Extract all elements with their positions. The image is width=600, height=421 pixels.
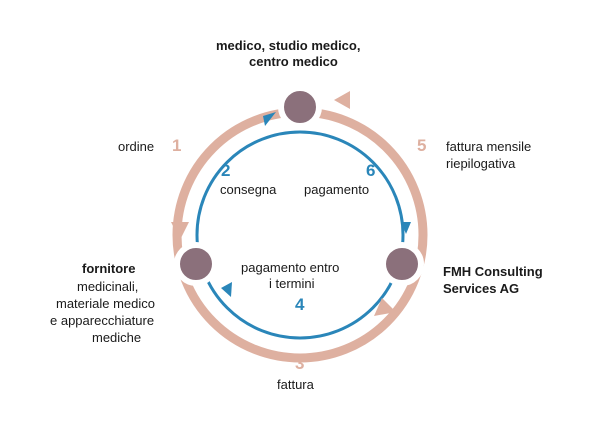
node-fornitore-detail-4: mediche — [92, 330, 142, 345]
arrow-step-4-icon — [221, 282, 232, 297]
node-fornitore-title: fornitore — [82, 261, 136, 276]
inner-cycle-ring — [195, 130, 405, 340]
node-fmh-title-2: Services AG — [443, 281, 520, 296]
step-2-label: consegna — [220, 182, 277, 197]
step-4-label-2: i termini — [269, 276, 315, 291]
step-3-number: 3 — [295, 354, 305, 373]
node-fornitore-detail-3: e apparecchiature — [50, 313, 155, 328]
step-3-label: fattura — [277, 377, 314, 392]
node-fmh-title-1: FMH Consulting — [443, 264, 543, 279]
node-fornitore-detail-2: materiale medico — [56, 296, 155, 311]
step-6-number: 6 — [366, 161, 376, 180]
step-5-number: 5 — [417, 136, 427, 155]
arrow-step-2-icon — [263, 112, 276, 126]
node-fornitore-detail-1: medicinali, — [77, 279, 139, 294]
step-4-number: 4 — [295, 295, 305, 314]
arrow-step-1-icon — [171, 222, 189, 240]
node-fornitore — [174, 242, 218, 286]
step-6-label: pagamento — [304, 182, 370, 197]
step-1-number: 1 — [172, 136, 182, 155]
node-medico — [278, 85, 322, 129]
step-5-label-2: riepilogativa — [446, 156, 516, 171]
arrow-step-6-icon — [401, 222, 411, 234]
step-1-label: ordine — [118, 139, 155, 154]
step-5-label-1: fattura mensile — [446, 139, 532, 154]
node-medico-title-1: medico, studio medico, — [216, 38, 361, 53]
step-2-number: 2 — [221, 161, 231, 180]
step-4-label-1: pagamento entro — [241, 260, 340, 275]
arrow-step-5-icon — [334, 91, 350, 109]
arrow-step-3-icon — [374, 298, 396, 316]
node-fmh — [380, 242, 424, 286]
node-medico-title-2: centro medico — [249, 54, 338, 69]
outer-cycle-ring — [172, 107, 428, 363]
